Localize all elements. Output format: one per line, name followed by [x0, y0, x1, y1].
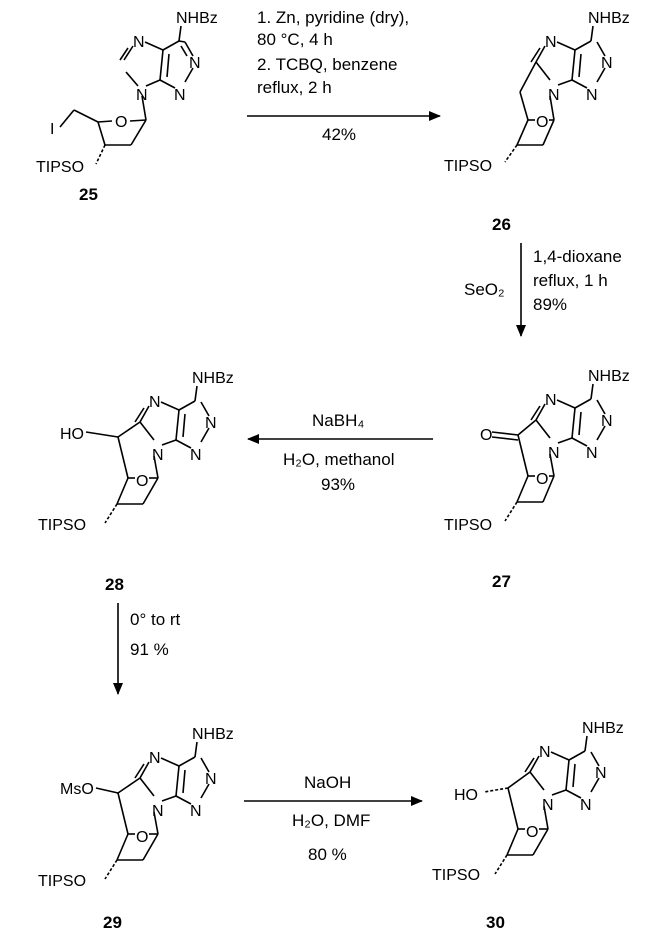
compound-number: 26 [492, 215, 511, 234]
step-2: SeO₂ 1,4-dioxane reflux, 1 h 89% [464, 243, 622, 337]
compound-number: 27 [492, 572, 511, 591]
n-atom: N [595, 765, 607, 782]
nhbz-label: NHBz [588, 368, 630, 385]
n-atom: N [189, 55, 201, 72]
ring-oxygen: O [115, 114, 127, 131]
n-atom: N [136, 87, 148, 104]
ring-oxygen: O [136, 829, 148, 846]
ring-oxygen: O [526, 824, 538, 841]
step3-reagent: NaBH₄ [312, 411, 364, 430]
step1-line1: 1. Zn, pyridine (dry), [257, 8, 409, 27]
n-atom: N [152, 447, 164, 464]
molecule-30: NHBz N N N N HO O TIPSO 30 [432, 720, 624, 932]
n-atom: N [545, 34, 557, 51]
molecule-25: NHBz N N N N O I TIPSO 25 [36, 10, 218, 204]
step2-yield: 89% [533, 295, 567, 314]
nhbz-label: NHBz [588, 10, 630, 27]
compound-number: 25 [79, 185, 98, 204]
step1-yield: 42% [322, 125, 356, 144]
step4-yield: 91 % [130, 640, 169, 659]
n-atom: N [149, 750, 161, 767]
n-atom: N [205, 415, 217, 432]
step2-reagent: SeO₂ [464, 280, 505, 299]
n-atom: N [190, 803, 202, 820]
compound-number: 30 [486, 913, 505, 932]
hydroxyl-label: HO [60, 426, 84, 443]
molecule-26: NHBz N N N N O TIPSO 26 [444, 10, 630, 234]
molecule-29: NHBz N N N N MsO O TIPSO 29 [38, 726, 234, 932]
n-atom: N [539, 744, 551, 761]
molecule-28: NHBz N N N N HO O TIPSO 28 [38, 370, 234, 594]
tipso-label: TIPSO [444, 517, 492, 534]
step1-line4: reflux, 2 h [257, 78, 332, 97]
tipso-label: TIPSO [444, 158, 492, 175]
step2-cond2: reflux, 1 h [533, 271, 608, 290]
tipso-label: TIPSO [432, 867, 480, 884]
n-atom: N [586, 87, 598, 104]
nhbz-label: NHBz [582, 720, 624, 737]
step3-yield: 93% [321, 475, 355, 494]
step-3: NaBH₄ H₂O, methanol 93% [247, 411, 433, 494]
nhbz-label: NHBz [176, 10, 218, 27]
step1-line2: 80 °C, 4 h [257, 30, 333, 49]
n-atom: N [152, 803, 164, 820]
step-5: NaOH H₂O, DMF 80 % [244, 773, 423, 864]
molecule-27: NHBz N N N N O O TIPSO 27 [444, 368, 630, 591]
tipso-label: TIPSO [38, 517, 86, 534]
n-atom: N [190, 447, 202, 464]
tipso-label: TIPSO [38, 873, 86, 890]
ring-oxygen: O [536, 471, 548, 488]
step1-line3: 2. TCBQ, benzene [257, 55, 398, 74]
n-atom: N [545, 392, 557, 409]
step5-reagent: NaOH [304, 773, 351, 792]
step3-cond: H₂O, methanol [283, 450, 394, 469]
ring-oxygen: O [536, 114, 548, 131]
n-atom: N [601, 55, 613, 72]
ring-oxygen: O [136, 473, 148, 490]
carbonyl-oxygen: O [480, 427, 492, 444]
step2-cond1: 1,4-dioxane [533, 247, 622, 266]
n-atom: N [542, 797, 554, 814]
n-atom: N [548, 87, 560, 104]
n-atom: N [205, 771, 217, 788]
n-atom: N [133, 34, 145, 51]
n-atom: N [601, 413, 613, 430]
n-atom: N [580, 797, 592, 814]
nhbz-label: NHBz [192, 370, 234, 387]
n-atom: N [149, 394, 161, 411]
iodine-atom: I [50, 121, 54, 138]
mesylate-label: MsO [60, 781, 94, 798]
tipso-label: TIPSO [36, 159, 84, 176]
nhbz-label: NHBz [192, 726, 234, 743]
step5-yield: 80 % [308, 845, 347, 864]
compound-number: 29 [103, 913, 122, 932]
n-atom: N [548, 445, 560, 462]
hydroxyl-label: HO [454, 787, 478, 804]
step-4: 0° to rt 91 % [113, 603, 181, 695]
n-atom: N [174, 87, 186, 104]
step5-cond: H₂O, DMF [292, 811, 370, 830]
step-1: 1. Zn, pyridine (dry), 80 °C, 4 h 2. TCB… [247, 8, 441, 144]
step4-cond: 0° to rt [130, 610, 181, 629]
compound-number: 28 [105, 575, 124, 594]
n-atom: N [586, 445, 598, 462]
